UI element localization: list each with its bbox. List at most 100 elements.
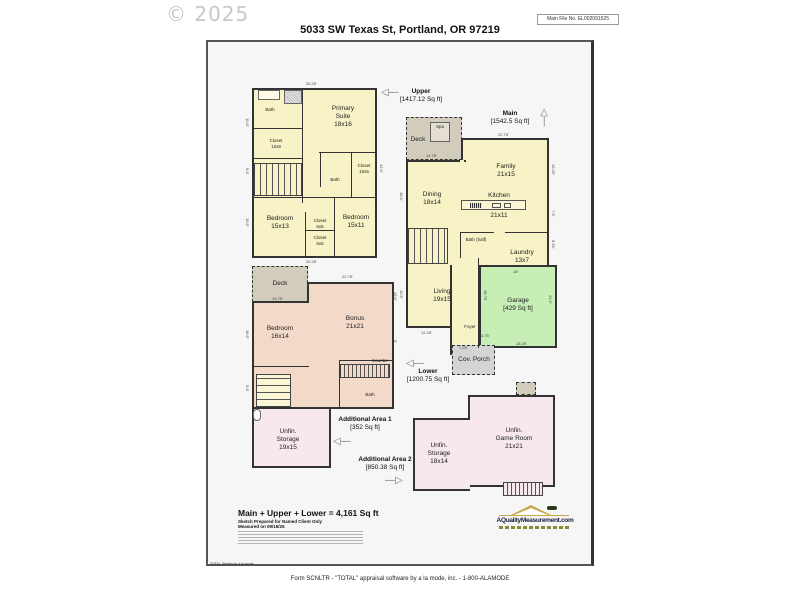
game-room-name2: Game Room — [495, 435, 533, 442]
company-logo: AQualityMeasurement.com — [495, 505, 575, 535]
unfin-storage-1-size: 19x15 — [279, 444, 297, 451]
unfin-storage-1 — [252, 409, 331, 468]
upper-bedroom2-size: 15x11 — [347, 222, 365, 229]
lower-bedroom-wall — [254, 366, 309, 367]
area2-landing — [516, 382, 536, 395]
covered-porch — [452, 345, 495, 375]
half-bath-wall-v — [460, 232, 461, 258]
upper-dim-left3: 9.5' — [245, 168, 250, 175]
main-dim-right5: 9.25' — [551, 240, 556, 249]
upper-dim-left5: 15.5' — [245, 218, 250, 227]
water-heater-icon — [253, 409, 261, 421]
additional-area2-area: [850.38 Sq ft] — [365, 464, 405, 471]
main-file-number: Main File No. EL002091525 — [537, 14, 619, 25]
additional-area1-label: Additional Area 1 [352 Sq ft] — [330, 416, 400, 432]
lower-level-area: [1200.75 Sq ft] — [406, 376, 450, 383]
logo-underline — [499, 515, 569, 516]
garage-dim-left: 18.75' — [483, 290, 488, 301]
main-stairs — [408, 228, 448, 264]
sketch-by: TOTAL Sketch by a la mode — [210, 562, 254, 566]
upper-wall-a — [302, 88, 303, 203]
lower-stairs-2 — [340, 364, 390, 378]
primary-suite-name2: Suite — [335, 113, 351, 120]
logo-tagline — [499, 526, 571, 529]
porch-dim: 7.25' — [459, 345, 468, 350]
upper-wall-i — [305, 212, 306, 258]
laundry-size: 13x7 — [514, 257, 530, 264]
main-deck-label: Deck — [410, 136, 426, 143]
spa-label: Spa — [435, 124, 444, 129]
laundry-label: Laundry 13x7 — [502, 249, 542, 265]
upper-bath2-label: Bath — [330, 177, 340, 182]
unfin-storage-2-name2: Storage — [427, 450, 451, 457]
additional-area2-name: Additional Area 2 — [358, 456, 412, 463]
lower-fill — [305, 303, 310, 407]
laundry-name: Laundry — [510, 249, 534, 256]
family-size: 21x15 — [497, 171, 515, 178]
lower-bath-label: Bath — [365, 392, 375, 397]
lower-bonus-block — [307, 282, 394, 409]
laundry-wall — [505, 232, 549, 233]
closet3-label: Closet 6x5 — [307, 218, 333, 229]
bonus-name: Bonus — [345, 315, 365, 322]
upper-dim-left1: 10.5' — [245, 118, 250, 127]
garage-name: Garage — [507, 297, 529, 304]
closet3-name: Closet — [313, 218, 327, 223]
dining-label: Dining 18x14 — [414, 191, 450, 207]
closet1-size: 12x8 — [271, 143, 281, 149]
lower-deck-dim: 14.75' — [272, 296, 283, 301]
upper-wall-g — [320, 152, 321, 187]
upper-bath-label: Bath — [265, 107, 275, 112]
upper-bedroom1-name: Bedroom — [266, 215, 294, 222]
bonus-label: Bonus 21x21 — [333, 315, 377, 331]
upper-wall-h — [334, 197, 335, 257]
main-level-name: Main — [502, 110, 518, 117]
lower-stairs — [256, 374, 291, 407]
upper-wall-b — [254, 128, 302, 129]
kitchen-label: Kitchen — [488, 192, 510, 199]
game-room-name1: Unfin. — [505, 427, 523, 434]
main-foyer-block — [450, 265, 479, 355]
upper-stairs — [254, 163, 302, 196]
lower-arrow-icon: ◁— — [406, 358, 424, 369]
garage-dim-right: 22.5' — [548, 295, 553, 304]
main-dim-right3: 7.5' — [551, 210, 556, 217]
spa-icon — [430, 122, 450, 142]
kitchen-island — [461, 200, 526, 210]
logo-text: AQualityMeasurement.com — [496, 517, 574, 524]
upper-arrow-icon: ◁— — [381, 87, 399, 98]
upper-dim-top: 32.25' — [306, 81, 317, 86]
game-room-label: Unfin. Game Room 21x21 — [489, 427, 539, 451]
area2-fill — [467, 420, 471, 480]
upper-wall-f — [351, 152, 352, 197]
lower-dim-left3: 9.5' — [245, 385, 250, 392]
upper-level-label: Upper [1417.12 Sq ft] — [396, 88, 446, 104]
additional-area2-arrow-icon: —▷ — [385, 475, 403, 486]
lower-counter-label: Counter — [371, 358, 388, 363]
half-bath-label: Bath (half) — [465, 237, 487, 242]
area2-stairs — [503, 482, 543, 496]
closet4-size: 6x5 — [316, 240, 324, 246]
primary-suite-label: Primary Suite 18x16 — [318, 105, 368, 129]
main-level-area: [1542.5 Sq ft] — [490, 118, 530, 125]
property-address: 5033 SW Texas St, Portland, OR 97219 — [300, 24, 500, 36]
garage-area: [429 Sq ft] — [503, 305, 533, 312]
upper-wall-c — [254, 158, 302, 159]
living-size: 19x15 — [433, 296, 451, 303]
foyer-dim: 3.75' — [481, 333, 490, 338]
foyer-label: Foyer — [464, 324, 476, 329]
upper-dim-right: 41.5' — [379, 164, 384, 173]
family-name: Family — [496, 163, 516, 170]
dining-name: Dining — [422, 191, 442, 198]
closet2-label: Closet 10x6 — [353, 163, 375, 174]
upper-dim-bottom: 32.25' — [306, 259, 317, 264]
upper-bedroom1-label: Bedroom 15x13 — [260, 215, 300, 231]
kitchen-size: 21x11 — [490, 212, 508, 219]
lower-dim-right2: 9' — [393, 340, 398, 343]
closet1-name: Closet — [269, 138, 283, 143]
closet4-label: Closet 6x5 — [307, 235, 333, 246]
prepared-for: Sketch Prepared for Named Client Only — [238, 519, 323, 524]
footer-text: Form SCNLTR - "TOTAL" appraisal software… — [290, 576, 510, 582]
closet1-label: Closet 12x8 — [264, 138, 288, 149]
living-label: Living 19x15 — [424, 288, 460, 304]
